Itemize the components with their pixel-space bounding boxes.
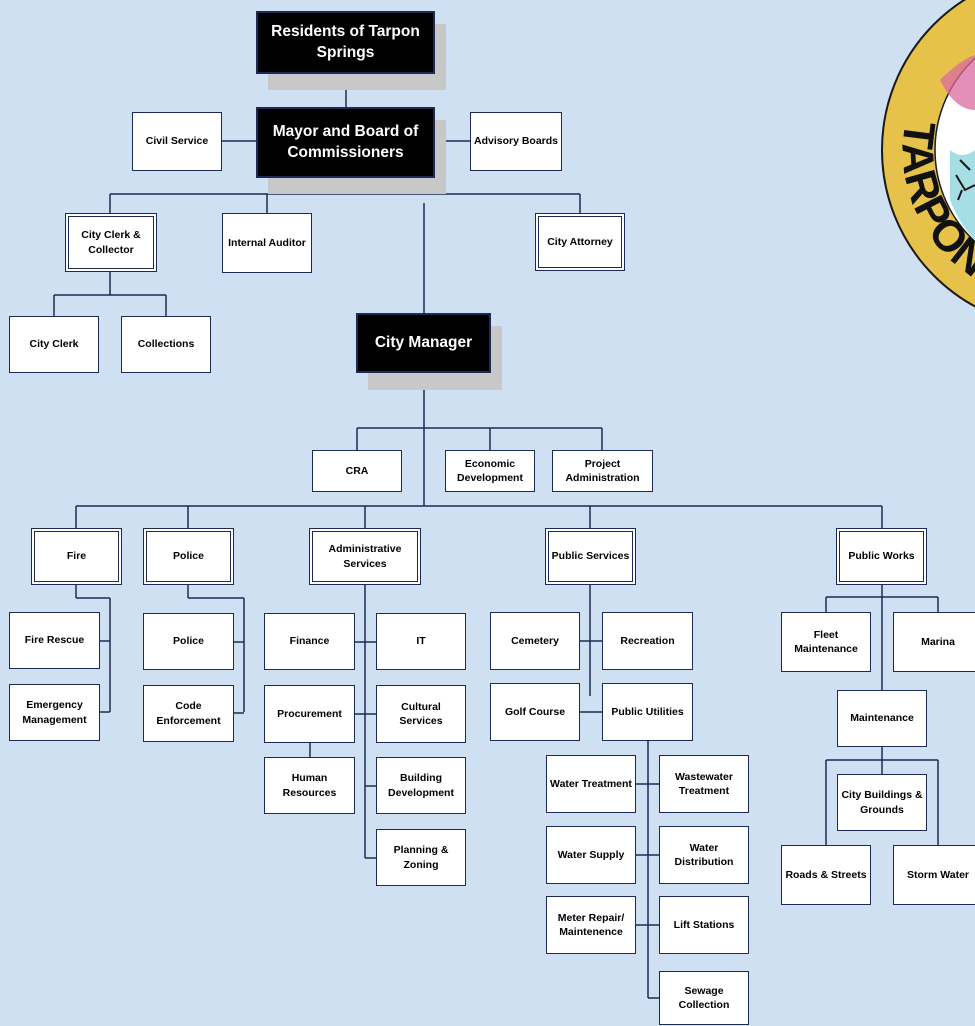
residents-box[interactable]: Residents of Tarpon Springs — [256, 11, 435, 74]
golf-course-box[interactable]: Golf Course — [490, 683, 580, 741]
advisory-boards-box[interactable]: Advisory Boards — [470, 112, 562, 171]
administrative-services-box[interactable]: Administrative Services — [309, 528, 421, 585]
mayor-box[interactable]: Mayor and Board of Commissioners — [256, 107, 435, 178]
sewage-collection-box[interactable]: Sewage Collection — [659, 971, 749, 1025]
roads-streets-box[interactable]: Roads & Streets — [781, 845, 871, 905]
water-distribution-box[interactable]: Water Distribution — [659, 826, 749, 884]
internal-auditor-box[interactable]: Internal Auditor — [222, 213, 312, 273]
marina-box[interactable]: Marina — [893, 612, 975, 672]
lift-stations-box[interactable]: Lift Stations — [659, 896, 749, 954]
water-treatment-box[interactable]: Water Treatment — [546, 755, 636, 813]
project-administration-box[interactable]: Project Administration — [552, 450, 653, 492]
maintenance-box[interactable]: Maintenance — [837, 690, 927, 747]
city-attorney-box[interactable]: City Attorney — [535, 213, 625, 271]
procurement-box[interactable]: Procurement — [264, 685, 355, 743]
police-box[interactable]: Police — [143, 613, 234, 670]
cultural-services-box[interactable]: Cultural Services — [376, 685, 466, 743]
cemetery-box[interactable]: Cemetery — [490, 612, 580, 670]
meter-repair-box[interactable]: Meter Repair/ Maintenence — [546, 896, 636, 954]
public-utilities-box[interactable]: Public Utilities — [602, 683, 693, 741]
city-manager-box[interactable]: City Manager — [356, 313, 491, 373]
economic-development-box[interactable]: Economic Development — [445, 450, 535, 492]
city-clerk-collector-box[interactable]: City Clerk & Collector — [65, 213, 157, 272]
water-supply-box[interactable]: Water Supply — [546, 826, 636, 884]
fire-box[interactable]: Fire — [31, 528, 122, 585]
city-clerk-box[interactable]: City Clerk — [9, 316, 99, 373]
it-box[interactable]: IT — [376, 613, 466, 670]
fire-rescue-box[interactable]: Fire Rescue — [9, 612, 100, 669]
human-resources-box[interactable]: Human Resources — [264, 757, 355, 814]
recreation-box[interactable]: Recreation — [602, 612, 693, 670]
fleet-maintenance-box[interactable]: Fleet Maintenance — [781, 612, 871, 672]
finance-box[interactable]: Finance — [264, 613, 355, 670]
planning-zoning-box[interactable]: Planning & Zoning — [376, 829, 466, 886]
wastewater-treatment-box[interactable]: Wastewater Treatment — [659, 755, 749, 813]
public-works-box[interactable]: Public Works — [836, 528, 927, 585]
police-dept-box[interactable]: Police — [143, 528, 234, 585]
civil-service-box[interactable]: Civil Service — [132, 112, 222, 171]
code-enforcement-box[interactable]: Code Enforcement — [143, 685, 234, 742]
city-buildings-grounds-box[interactable]: City Buildings & Grounds — [837, 774, 927, 831]
building-development-box[interactable]: Building Development — [376, 757, 466, 814]
public-services-box[interactable]: Public Services — [545, 528, 636, 585]
collections-box[interactable]: Collections — [121, 316, 211, 373]
storm-water-box[interactable]: Storm Water — [893, 845, 975, 905]
cra-box[interactable]: CRA — [312, 450, 402, 492]
emergency-management-box[interactable]: Emergency Management — [9, 684, 100, 741]
